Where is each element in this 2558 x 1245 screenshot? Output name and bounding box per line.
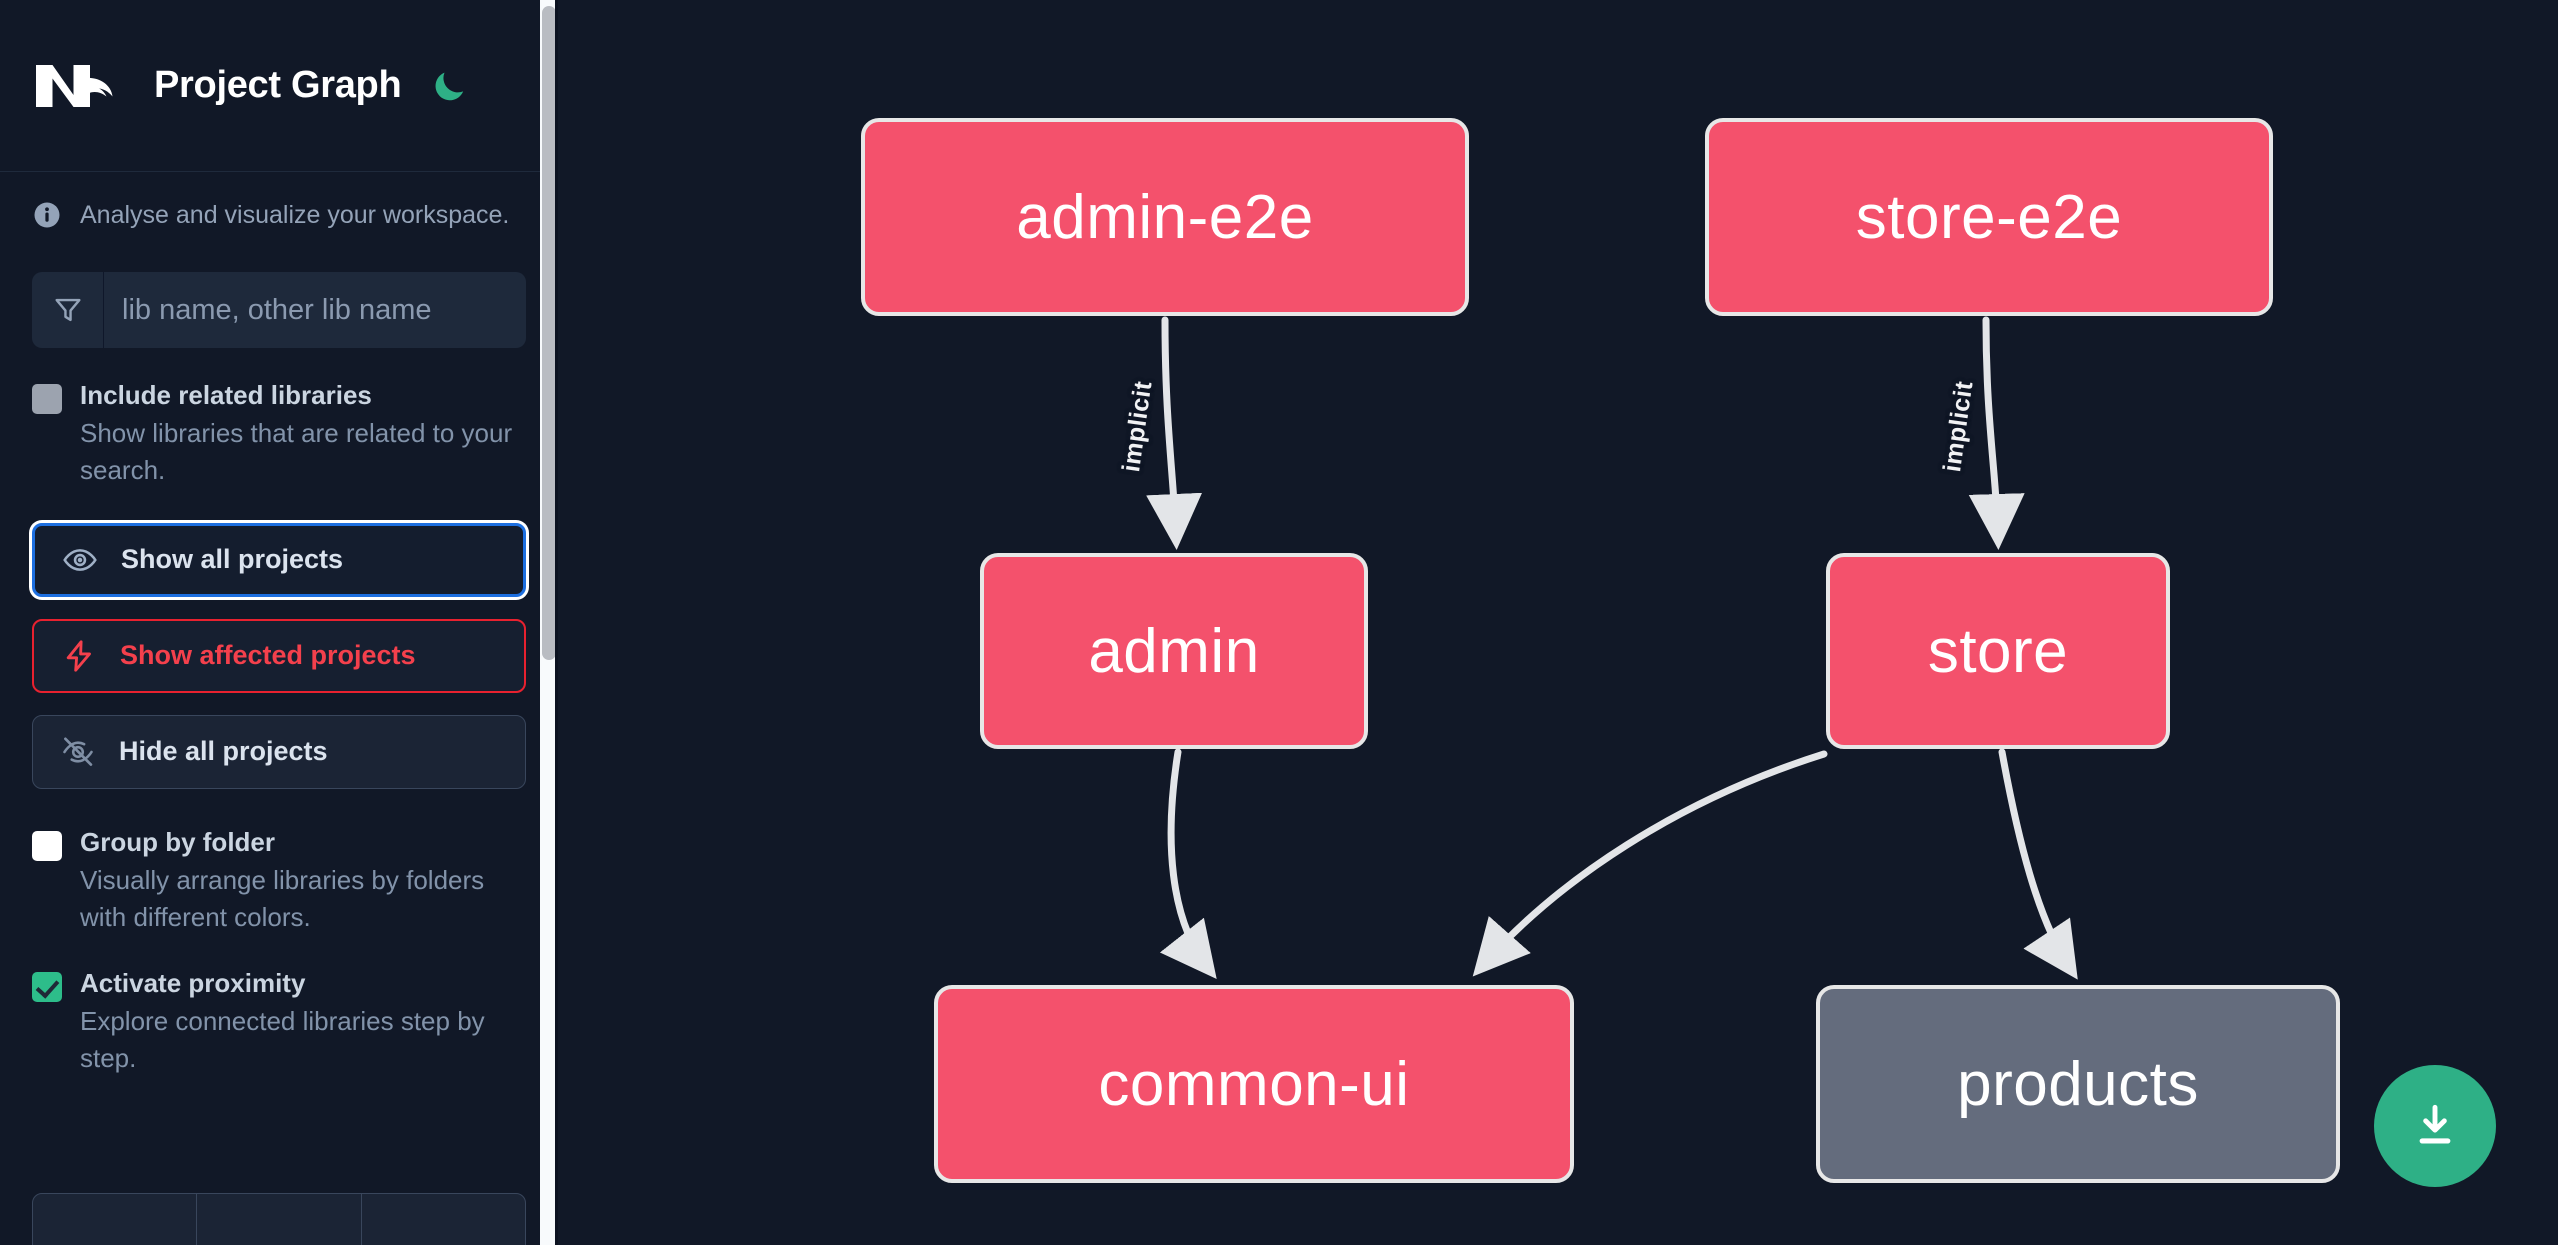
graph-node-admin-e2e[interactable]: admin-e2e xyxy=(861,118,1469,316)
option-description: Show libraries that are related to your … xyxy=(80,418,513,485)
projects-button-group: Show all projects Show affected projects xyxy=(0,489,558,789)
proximity-step-value[interactable] xyxy=(197,1194,362,1245)
hide-all-projects-label: Hide all projects xyxy=(119,736,328,767)
show-all-projects-button[interactable]: Show all projects xyxy=(32,522,526,597)
sidebar-scrollbar-thumb[interactable] xyxy=(542,6,556,660)
eye-off-icon xyxy=(59,733,97,771)
proximity-step-increase[interactable] xyxy=(362,1194,525,1245)
option-title: Activate proximity xyxy=(80,967,306,998)
sidebar-scrollbar-track[interactable] xyxy=(540,0,558,1245)
sidebar: Project Graph Analyse and visualize your… xyxy=(0,0,558,1245)
option-description: Visually arrange libraries by folders wi… xyxy=(80,865,485,932)
show-affected-projects-button[interactable]: Show affected projects xyxy=(32,618,526,693)
graph-node-store[interactable]: store xyxy=(1826,553,2170,749)
sidebar-note-text: Analyse and visualize your workspace. xyxy=(80,200,510,229)
proximity-step-decrease[interactable] xyxy=(33,1194,198,1245)
sidebar-header: Project Graph xyxy=(0,0,558,172)
option-description: Explore connected libraries step by step… xyxy=(80,1005,485,1073)
graph-edges xyxy=(1146,316,2078,980)
graph-node-common-ui[interactable]: common-ui xyxy=(934,985,1574,1183)
sidebar-divider xyxy=(555,0,558,1245)
nx-logo xyxy=(32,56,124,116)
download-icon xyxy=(2419,1104,2451,1144)
lightning-bolt-icon xyxy=(60,637,98,675)
graph-canvas[interactable]: admin-e2e store-e2e admin store common-u… xyxy=(558,0,2558,1245)
graph-node-store-e2e[interactable]: store-e2e xyxy=(1705,118,2273,316)
show-affected-projects-label: Show affected projects xyxy=(120,640,416,671)
edge-store-e2e-to-store xyxy=(1968,316,2025,550)
include-related-libraries-checkbox[interactable] xyxy=(32,384,62,414)
option-title: Include related libraries xyxy=(80,380,372,410)
show-all-projects-label: Show all projects xyxy=(121,544,344,575)
info-icon xyxy=(32,200,62,230)
edge-store-to-products xyxy=(1998,748,2078,980)
search-input[interactable] xyxy=(104,272,526,348)
option-activate-proximity[interactable]: Activate proximity Explore connected lib… xyxy=(0,936,558,1077)
eye-icon xyxy=(61,541,99,579)
option-include-related-libraries[interactable]: Include related libraries Show libraries… xyxy=(0,348,558,489)
option-title: Group by folder xyxy=(80,826,275,857)
edge-admin-to-common-ui xyxy=(1159,748,1217,979)
proximity-stepper-group[interactable] xyxy=(32,1193,526,1245)
download-graph-button[interactable] xyxy=(2374,1065,2496,1187)
filter-funnel-icon xyxy=(32,272,104,348)
edge-store-to-common-ui xyxy=(1472,750,1828,977)
moon-icon[interactable] xyxy=(427,64,471,108)
search-field-wrapper[interactable] xyxy=(32,272,526,348)
option-group-by-folder[interactable]: Group by folder Visually arrange librari… xyxy=(0,789,558,936)
graph-node-admin[interactable]: admin xyxy=(980,553,1368,749)
activate-proximity-checkbox[interactable] xyxy=(32,971,62,1002)
hide-all-projects-button[interactable]: Hide all projects xyxy=(32,714,526,789)
page-title: Project Graph xyxy=(154,64,402,106)
graph-node-products[interactable]: products xyxy=(1816,985,2340,1183)
sidebar-note: Analyse and visualize your workspace. xyxy=(0,172,558,230)
group-by-folder-checkbox[interactable] xyxy=(32,830,62,861)
edge-admin-e2e-to-admin xyxy=(1146,316,1203,550)
